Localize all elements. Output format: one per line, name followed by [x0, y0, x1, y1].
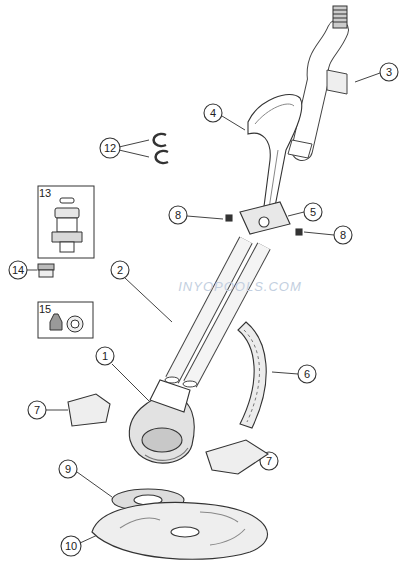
cleaner-head	[129, 380, 194, 463]
tube-parts	[165, 240, 264, 387]
callout-number: 7	[34, 404, 40, 417]
callout-number: 9	[65, 463, 71, 476]
watermark: INYOPOOLS.COM	[178, 280, 302, 293]
callout-number: 8	[175, 209, 181, 222]
small-parts	[50, 314, 83, 332]
valve-part	[52, 198, 82, 252]
callout-number: 6	[304, 368, 310, 381]
clip-parts	[154, 134, 168, 163]
callout-number: 2	[117, 264, 123, 277]
disk-part	[92, 502, 268, 559]
callout-number: 13	[39, 187, 51, 200]
callout-number: 8	[340, 229, 346, 242]
leader-lines	[27, 73, 380, 543]
joint-part	[226, 202, 302, 235]
callout-number: 4	[210, 107, 216, 120]
callout-number: 7	[266, 455, 272, 468]
callout-number: 5	[310, 206, 316, 219]
callout-number: 3	[386, 66, 392, 79]
callout-circles	[9, 63, 398, 556]
callout-number: 10	[65, 540, 77, 553]
flap-parts	[68, 394, 268, 474]
swivel-part	[288, 6, 347, 158]
callout-number: 14	[12, 264, 24, 277]
strip-part	[238, 322, 266, 428]
cap-part	[38, 264, 54, 277]
callout-number: 15	[39, 303, 51, 316]
callout-number: 1	[102, 350, 108, 363]
inset-boxes	[38, 186, 94, 338]
callout-number: 12	[104, 142, 116, 155]
